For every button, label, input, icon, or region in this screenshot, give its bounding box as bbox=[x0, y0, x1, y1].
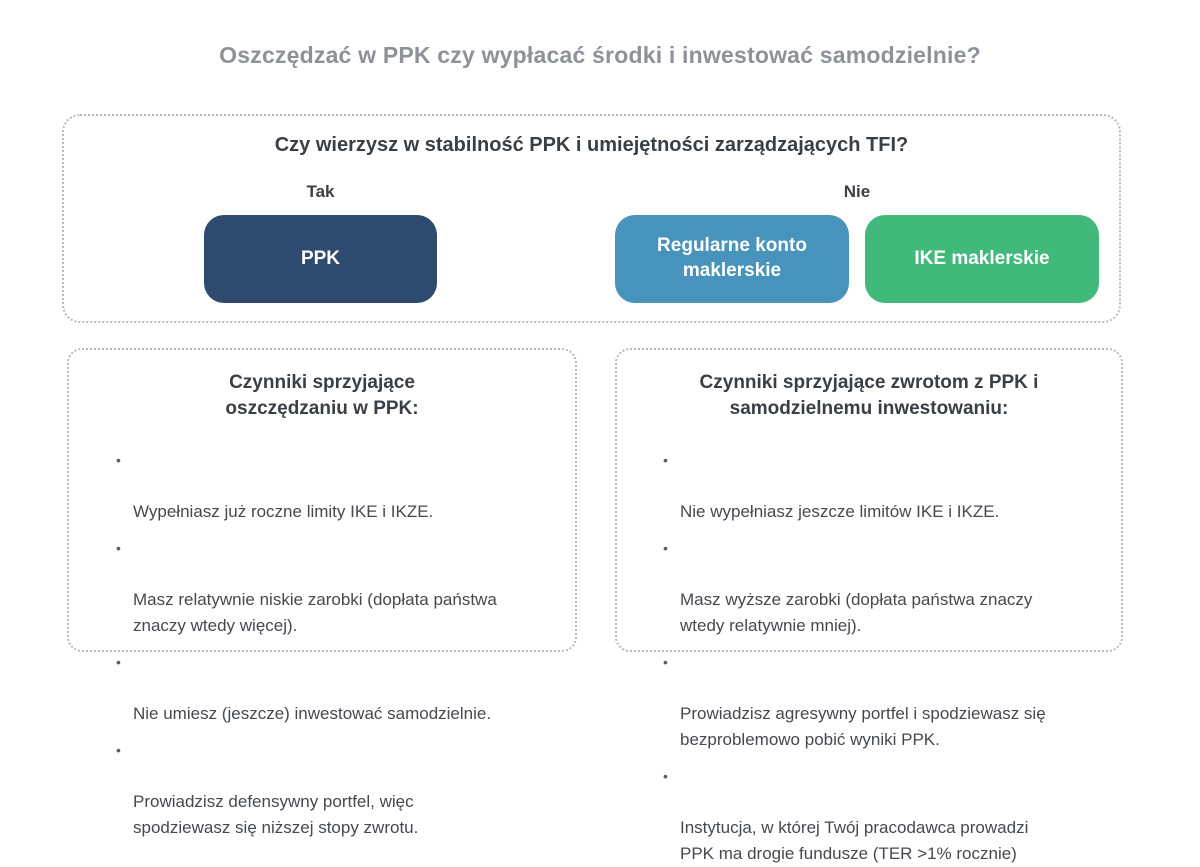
bullet-icon: • bbox=[116, 540, 121, 556]
list-item: • Nie wypełniasz jeszcze limitów IKE i I… bbox=[662, 447, 1101, 525]
node-ike-brokerage: IKE maklerskie bbox=[865, 215, 1099, 303]
branch-label-no: Nie bbox=[843, 182, 871, 201]
bullet-icon: • bbox=[116, 742, 121, 758]
list-item-text: Masz wyższe zarobki (dopłata państwa zna… bbox=[680, 590, 1033, 635]
bullet-icon: • bbox=[116, 654, 121, 670]
panel-ppk-factors: Czynniki sprzyjające oszczędzaniu w PPK:… bbox=[67, 348, 577, 837]
bullet-icon: • bbox=[663, 452, 668, 468]
decision-box: Czy wierzysz w stabilność PPK i umiejętn… bbox=[62, 114, 1121, 323]
panel-self-invest-factors: Czynniki sprzyjające zwrotom z PPK i sam… bbox=[615, 348, 1123, 863]
bullet-icon: • bbox=[663, 654, 668, 670]
list-item-text: Instytucja, w której Twój pracodawca pro… bbox=[680, 818, 1029, 863]
self-invest-factors-list: • Nie wypełniasz jeszcze limitów IKE i I… bbox=[662, 447, 1101, 867]
node-regular-brokerage: Regularne konto maklerskie bbox=[615, 215, 849, 303]
list-item-text: Prowiadzisz defensywny portfel, więc spo… bbox=[133, 792, 419, 837]
list-item: • Masz wyższe zarobki (dopłata państwa z… bbox=[662, 535, 1101, 639]
decision-question: Czy wierzysz w stabilność PPK i umiejętn… bbox=[274, 134, 909, 156]
infographic-canvas: Oszczędzać w PPK czy wypłacać środki i i… bbox=[62, 42, 1123, 863]
list-item-text: Masz relatywnie niskie zarobki (dopłata … bbox=[133, 590, 497, 635]
list-item: • Wypełniasz już roczne limity IKE i IKZ… bbox=[115, 447, 551, 525]
branch-label-yes: Tak bbox=[306, 182, 335, 201]
list-item-text: Prowiadzisz agresywny portfel i spodziew… bbox=[680, 704, 1046, 749]
ppk-factors-list: • Wypełniasz już roczne limity IKE i IKZ… bbox=[115, 447, 551, 841]
bullet-icon: • bbox=[663, 768, 668, 784]
bullet-icon: • bbox=[116, 452, 121, 468]
panel-ppk-factors-title: Czynniki sprzyjające oszczędzaniu w PPK: bbox=[225, 372, 419, 419]
list-item: • Masz relatywnie niskie zarobki (dopłat… bbox=[115, 535, 551, 639]
page-title: Oszczędzać w PPK czy wypłacać środki i i… bbox=[219, 42, 981, 68]
list-item: • Nie umiesz (jeszcze) inwestować samodz… bbox=[115, 649, 551, 727]
node-ppk: PPK bbox=[204, 215, 437, 303]
list-item: • Prowiadzisz defensywny portfel, więc s… bbox=[115, 737, 551, 841]
panel-self-invest-factors-title: Czynniki sprzyjające zwrotom z PPK i sam… bbox=[699, 372, 1039, 419]
bullet-icon: • bbox=[663, 540, 668, 556]
list-item: • Prowiadzisz agresywny portfel i spodzi… bbox=[662, 649, 1101, 753]
list-item: • Instytucja, w której Twój pracodawca p… bbox=[662, 763, 1101, 867]
list-item-text: Nie wypełniasz jeszcze limitów IKE i IKZ… bbox=[680, 502, 1000, 521]
list-item-text: Wypełniasz już roczne limity IKE i IKZE. bbox=[133, 502, 434, 521]
list-item-text: Nie umiesz (jeszcze) inwestować samodzie… bbox=[133, 704, 492, 723]
